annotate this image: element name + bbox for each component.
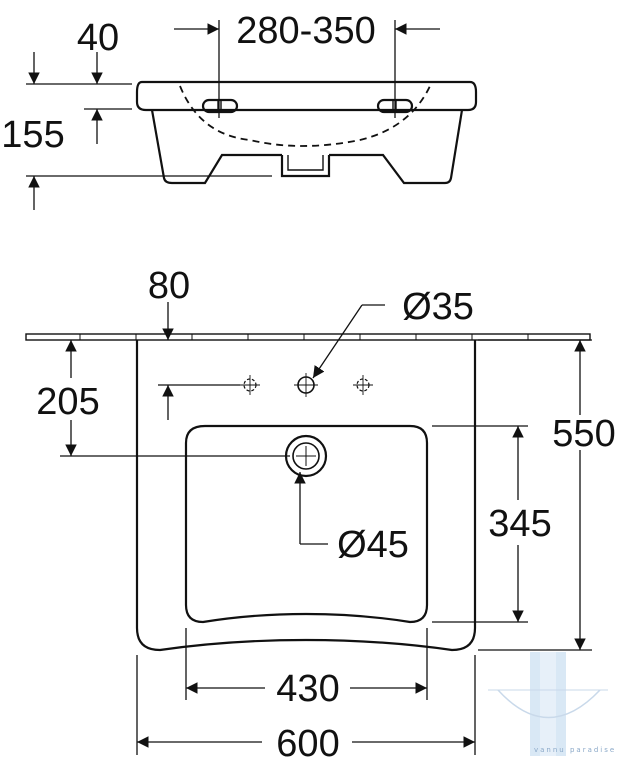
dim-total-depth: 550 [552, 413, 615, 455]
side-slot-left [201, 98, 239, 114]
watermark-logo: vannu paradise [488, 652, 616, 756]
tap-hole-right [353, 375, 373, 395]
tap-holes [240, 373, 373, 397]
dim-basin-width: 430 [276, 668, 339, 710]
dim-side-offset: 80 [148, 265, 190, 307]
side-view [135, 80, 478, 185]
dim-tap-hole-depth: 205 [36, 381, 99, 423]
dim-top-hole-spacing: 280-350 [236, 10, 375, 52]
watermark-text: vannu paradise [534, 746, 616, 754]
side-rim [135, 80, 478, 112]
basin-outline [184, 424, 429, 624]
dim-basin-depth: 345 [488, 503, 551, 545]
wall-line [25, 333, 591, 341]
top-view [25, 333, 591, 652]
dim-total-height: 155 [1, 114, 64, 156]
drain-inner [292, 442, 320, 470]
tap-hole-left [240, 375, 260, 395]
sink-outline [135, 340, 477, 652]
side-drain [280, 155, 331, 178]
dim-rim-thickness: 40 [77, 17, 119, 59]
dim-total-width: 600 [276, 723, 339, 765]
top-dimensions [60, 302, 592, 755]
side-bowl [150, 109, 272, 185]
dim-drain-diameter: Ø45 [337, 524, 409, 566]
side-dimensions [26, 20, 440, 210]
dim-tap-hole-diameter: Ø35 [402, 286, 474, 328]
side-inner-dashed [179, 85, 431, 147]
tap-hole-center [294, 373, 318, 397]
